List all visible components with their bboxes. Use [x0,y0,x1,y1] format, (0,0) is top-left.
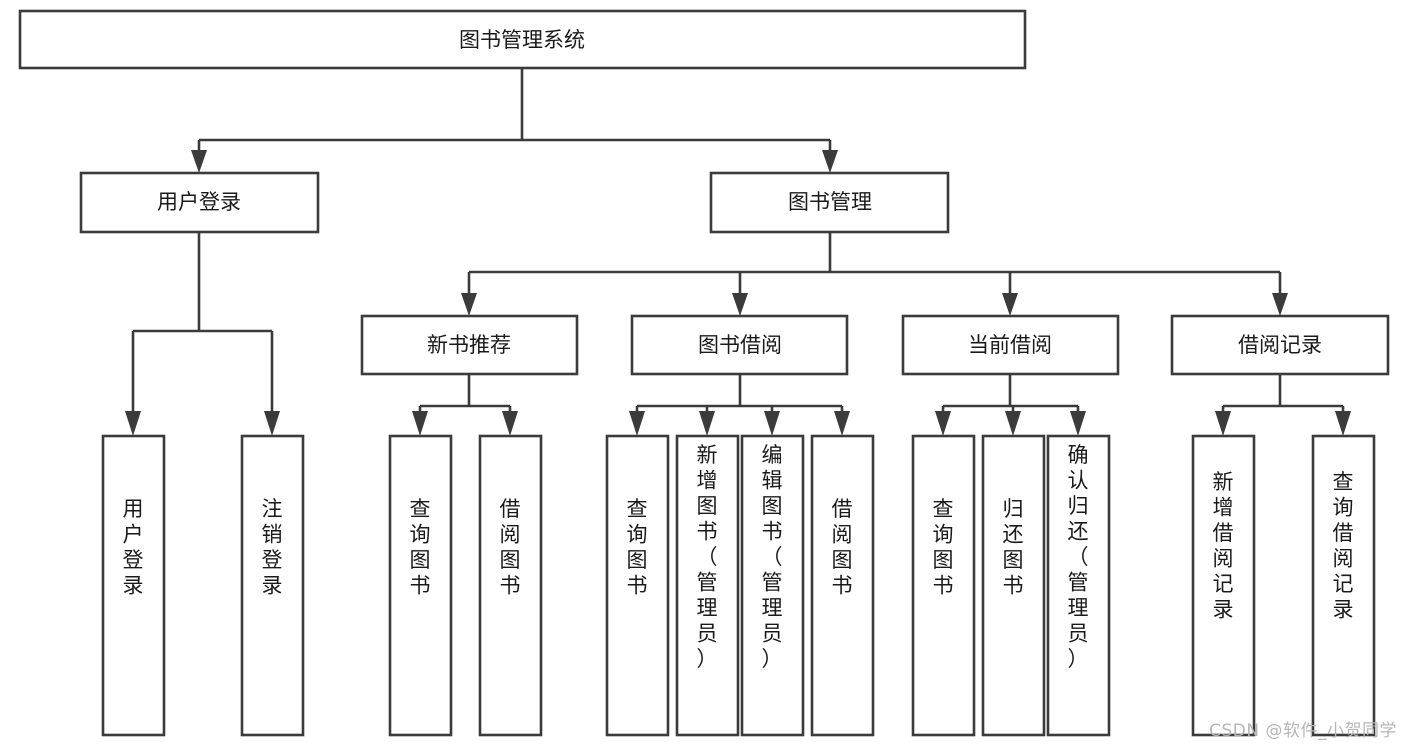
node-leaf-bb-add-book-label: 新增图书（管理员） [697,443,718,671]
arrowhead-book-manage [822,150,838,173]
node-leaf-bb-borrow-book-box[interactable] [810,434,875,737]
connector-layer [125,68,1351,436]
node-leaf-rec-query-book[interactable]: 查询图书 [388,434,453,737]
node-current-borrow[interactable]: 当前借阅 [901,314,1120,376]
node-current-borrow-label: 当前借阅 [968,333,1052,357]
arrowhead-cb-confirm-return [1070,411,1086,436]
node-new-book-recommend[interactable]: 新书推荐 [360,314,579,376]
node-book-borrow-box[interactable] [630,314,849,376]
node-user-login-box[interactable] [79,171,320,234]
arrowhead-borrow-record [1272,293,1288,316]
node-leaf-bb-borrow-book[interactable]: 借阅图书 [810,434,875,737]
node-leaf-user-logout[interactable]: 注销登录 [240,434,305,737]
node-user-login[interactable]: 用户登录 [79,171,320,234]
node-leaf-bb-edit-book-label: 编辑图书（管理员） [762,443,783,671]
node-leaf-bb-add-book-box[interactable] [675,434,740,737]
node-leaf-cb-confirm-return[interactable]: 确认归还（管理员） [1046,434,1111,737]
node-leaf-cb-query-book[interactable]: 查询图书 [911,434,976,737]
node-leaf-user-login-box[interactable] [101,434,166,737]
node-leaf-user-login[interactable]: 用户登录 [101,434,166,737]
node-book-borrow[interactable]: 图书借阅 [630,314,849,376]
node-leaf-rec-borrow-book-box[interactable] [478,434,543,737]
node-leaf-bb-edit-book[interactable]: 编辑图书（管理员） [740,434,805,737]
node-leaf-user-login-label: 用户登录 [123,497,144,598]
node-leaf-bb-query-book-box[interactable] [605,434,670,737]
node-borrow-record[interactable]: 借阅记录 [1170,314,1390,376]
node-leaf-br-query-record-box[interactable] [1311,434,1376,737]
node-book-manage[interactable]: 图书管理 [709,171,950,234]
csdn-watermark: CSDN @软件_小贺同学 [1209,721,1397,741]
arrowhead-new-book-recommend [461,293,477,316]
node-new-book-recommend-label: 新书推荐 [427,333,511,357]
node-new-book-recommend-box[interactable] [360,314,579,376]
node-leaf-bb-borrow-book-label: 借阅图书 [832,497,853,598]
arrowhead-bb-query-book [629,411,645,436]
arrowhead-cb-return-book [1005,411,1021,436]
node-root[interactable]: 图书管理系统 [18,9,1027,70]
node-leaf-cb-return-book-box[interactable] [981,434,1046,737]
node-leaf-user-logout-box[interactable] [240,434,305,737]
node-borrow-record-label: 借阅记录 [1238,333,1322,357]
node-root-box[interactable] [18,9,1027,70]
node-leaf-cb-query-book-box[interactable] [911,434,976,737]
node-leaf-rec-query-book-label: 查询图书 [410,497,431,598]
node-book-borrow-label: 图书借阅 [698,333,782,357]
node-root-label: 图书管理系统 [459,28,585,52]
arrowhead-bb-edit-book [764,411,780,436]
node-leaf-cb-query-book-label: 查询图书 [933,497,954,598]
arrowhead-br-query-record [1335,411,1351,436]
node-leaf-rec-borrow-book-label: 借阅图书 [500,497,521,598]
node-leaf-br-add-record[interactable]: 新增借阅记录 [1191,434,1256,737]
node-current-borrow-box[interactable] [901,314,1120,376]
node-leaf-br-query-record[interactable]: 查询借阅记录 [1311,434,1376,737]
arrowhead-rec-borrow-book [502,411,518,436]
node-leaf-br-add-record-box[interactable] [1191,434,1256,737]
arrowhead-bb-add-book [699,411,715,436]
arrowhead-br-add-record [1215,411,1231,436]
arrowhead-bb-borrow-book [834,411,850,436]
node-leaf-br-query-record-label: 查询借阅记录 [1333,470,1354,622]
node-leaf-bb-query-book[interactable]: 查询图书 [605,434,670,737]
node-leaf-user-logout-label: 注销登录 [262,497,283,598]
arrowhead-leaf-user-login [125,411,141,436]
arrowhead-leaf-user-logout [264,411,280,436]
node-leaf-cb-confirm-return-box[interactable] [1046,434,1111,737]
node-leaf-rec-query-book-box[interactable] [388,434,453,737]
arrowhead-book-borrow [732,293,748,316]
node-leaf-bb-query-book-label: 查询图书 [627,497,648,598]
node-leaf-cb-confirm-return-label: 确认归还（管理员） [1068,443,1089,671]
arrowhead-rec-query-book [412,411,428,436]
arrowhead-user-login [191,150,207,173]
node-leaf-bb-edit-book-box[interactable] [740,434,805,737]
node-book-manage-label: 图书管理 [788,190,872,214]
node-leaf-cb-return-book[interactable]: 归还图书 [981,434,1046,737]
node-user-login-label: 用户登录 [157,190,241,214]
node-leaf-br-add-record-label: 新增借阅记录 [1213,470,1234,622]
node-leaf-cb-return-book-label: 归还图书 [1003,497,1024,598]
arrowhead-current-borrow [1002,293,1018,316]
node-leaf-rec-borrow-book[interactable]: 借阅图书 [478,434,543,737]
arrowhead-cb-query-book [935,411,951,436]
node-book-manage-box[interactable] [709,171,950,234]
node-leaf-bb-add-book[interactable]: 新增图书（管理员） [675,434,740,737]
node-borrow-record-box[interactable] [1170,314,1390,376]
